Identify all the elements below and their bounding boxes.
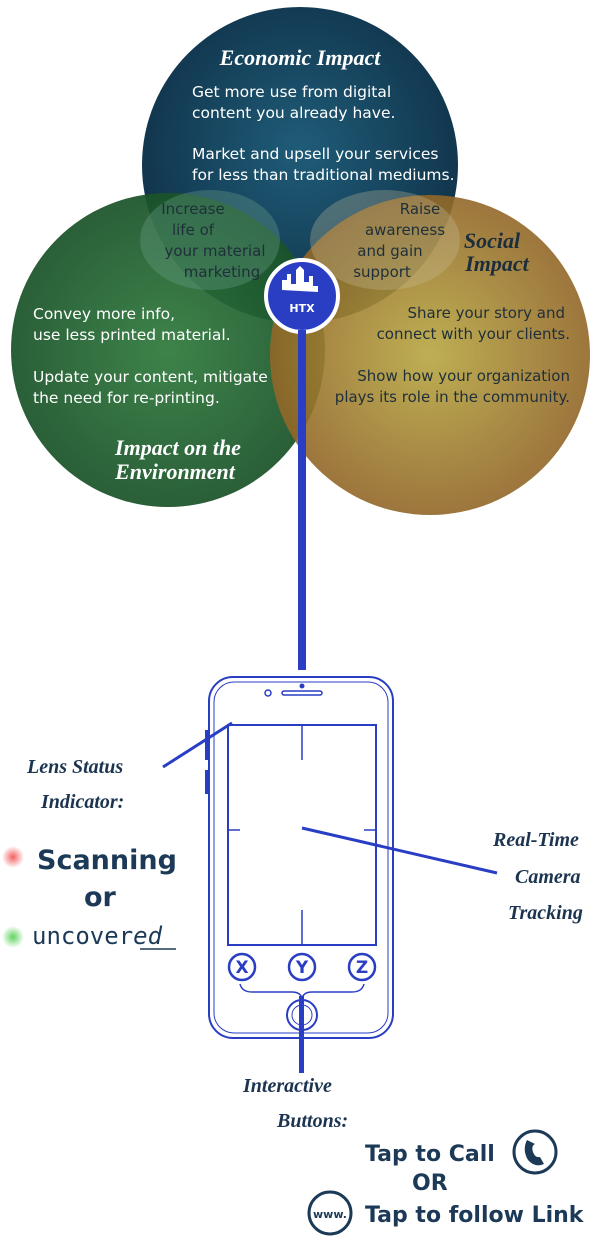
realtime-pointer [301, 826, 498, 875]
lens-status-label-1: Lens Status [26, 756, 123, 778]
overlap-right-line-2: awareness [365, 221, 445, 239]
tap-to-follow-link-text[interactable]: Tap to follow Link [365, 1203, 585, 1228]
overlap-left-line-1: Increase [161, 200, 224, 218]
realtime-label-3: Tracking [508, 902, 583, 924]
overlap-econ-social-glow [310, 190, 460, 290]
economic-line-1: Get more use from digital [192, 83, 391, 101]
overlap-econ-env-glow [140, 190, 280, 290]
economic-title: Economic Impact [219, 45, 382, 70]
connector-line [298, 330, 306, 670]
economic-line-3: Market and upsell your services [192, 145, 439, 163]
interactive-pointer [299, 996, 304, 1073]
overlap-left-line-4: marketing [184, 263, 260, 281]
button-y-label: Y [295, 958, 309, 978]
phone: X Y Z [205, 676, 394, 1039]
phone-call-icon[interactable] [512, 1129, 558, 1175]
environment-line-1: Convey more info, [33, 305, 175, 323]
logo-text: HTX [289, 302, 315, 315]
environment-circle [11, 193, 325, 507]
social-line-1: Share your story and [408, 304, 565, 322]
skyline-icon [282, 266, 318, 292]
overlap-right-line-1: Raise [400, 200, 441, 218]
environment-line-4: the need for re-printing. [33, 389, 220, 407]
overlap-left-line-2: life of [172, 221, 215, 239]
www-icon-text: www. [313, 1208, 347, 1221]
social-line-2: connect with your clients. [377, 325, 570, 343]
social-title-2: Impact [464, 251, 529, 276]
tap-to-call-text[interactable]: Tap to Call [365, 1142, 495, 1167]
camera-icon [264, 689, 272, 697]
uncovered-dot [2, 926, 24, 948]
lens-status-label-2: Indicator: [40, 791, 124, 813]
speaker-icon [281, 690, 323, 696]
scanning-dot [2, 846, 24, 868]
side-button [205, 770, 209, 794]
social-circle [270, 195, 590, 515]
uncovered-text: uncovered [32, 922, 163, 950]
social-line-4: plays its role in the community. [335, 388, 570, 406]
phone-button-x[interactable]: X [227, 952, 257, 982]
lens-status-pointer [162, 721, 233, 769]
www-link-icon[interactable]: www. [307, 1190, 353, 1236]
economic-line-2: content you already have. [192, 104, 395, 122]
environment-title-1: Impact on the [114, 435, 241, 460]
overlap-right-line-3: and gain [357, 242, 422, 260]
phone-button-z[interactable]: Z [347, 952, 377, 982]
overlap-right-line-4: support [353, 263, 411, 281]
side-button [205, 730, 209, 760]
button-z-label: Z [356, 958, 368, 978]
interactive-label-2: Buttons: [276, 1110, 348, 1132]
environment-line-2: use less printed material. [33, 326, 231, 344]
economic-line-4: for less than traditional mediums. [192, 166, 455, 184]
realtime-label-1: Real-Time [492, 829, 579, 851]
status-or-text: or [84, 882, 117, 913]
button-x-label: X [235, 958, 248, 978]
camera-viewport [227, 724, 377, 946]
environment-line-3: Update your content, mitigate [33, 368, 268, 386]
htx-logo: HTX [264, 258, 340, 334]
realtime-label-2: Camera [515, 866, 581, 888]
environment-title-2: Environment [114, 459, 236, 484]
social-line-3: Show how your organization [357, 367, 570, 385]
scanning-text: Scanning [37, 845, 177, 876]
buttons-bracket [239, 983, 365, 1001]
interactive-label-1: Interactive [242, 1075, 332, 1097]
actions-or-text: OR [412, 1171, 448, 1196]
phone-button-y[interactable]: Y [287, 952, 317, 982]
overlap-left-line-3: your material [164, 242, 265, 260]
sensor-icon [299, 683, 305, 689]
social-title-1: Social [464, 228, 521, 253]
